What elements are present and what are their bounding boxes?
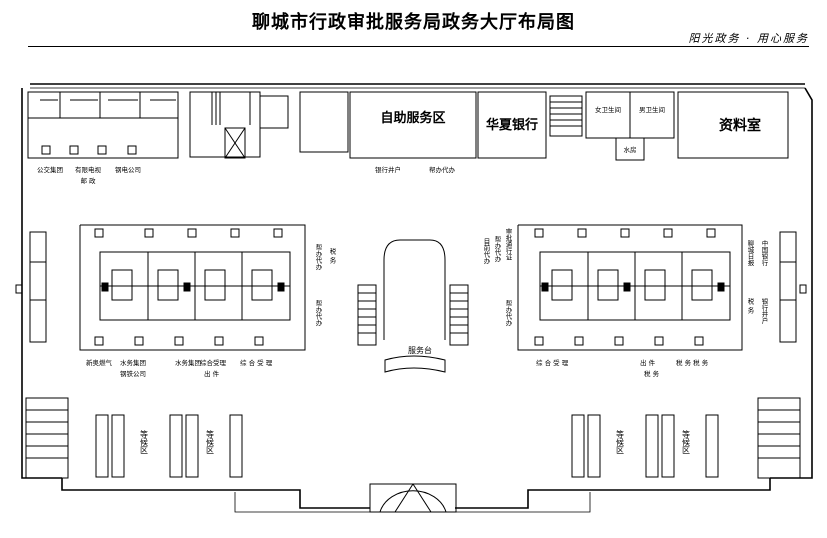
right-bank-china: 中国银行: [760, 239, 768, 267]
bottom-left-stair: [25, 397, 69, 479]
right-liaocheng-daily: 聊城日报: [746, 239, 754, 267]
slogan: 阳光政务 · 用心服务: [688, 32, 809, 45]
bank-label: 华夏银行: [486, 117, 538, 133]
water-room-label: 水房: [624, 145, 637, 154]
right-side-cabinets: [779, 231, 807, 343]
right-tax: 税 务: [746, 297, 754, 315]
top-left-offices: [27, 91, 349, 159]
right-small-v: 目前代办: [482, 238, 490, 265]
left-agent-bottom: 帮办代办: [314, 299, 322, 328]
top-agent-label: 帮办代办: [429, 165, 456, 174]
right-agent-bottom: 帮办代办: [504, 299, 512, 328]
waiting-seats-right: [571, 414, 719, 478]
right-agent-top: 帮办代办: [493, 235, 501, 263]
left-tax: 税 务: [328, 247, 336, 265]
left-bottom-2: 水务集团: [175, 358, 201, 367]
left-bottom-1b: 水务集团: [120, 358, 146, 367]
right-bank-counter: 银行井户: [760, 297, 768, 326]
central-stairs: [357, 239, 469, 373]
waiting-seats-left: [95, 414, 243, 478]
self-service-label: 自助服务区: [380, 110, 445, 126]
waiting-area-2: 等候区: [206, 429, 215, 454]
left-agent-top: 帮办代办: [314, 243, 322, 271]
right-audit: 审批通行证: [504, 227, 512, 262]
steel-pipe-label: 钢电公司: [115, 165, 141, 174]
cable-tv-label: 有限电视: [75, 165, 102, 174]
main-entrance: [369, 483, 457, 513]
outer-walls: [21, 83, 813, 513]
bus-group-label: 公交集团: [37, 165, 63, 174]
right-bottom-1: 综 合 受 理: [536, 358, 569, 367]
title-rule: [28, 46, 809, 47]
waiting-area-1: 等候区: [140, 429, 149, 454]
left-bottom-1c: 钢铁公司: [120, 369, 146, 378]
left-bottom-3b: 出 件: [204, 369, 220, 378]
left-bottom-1: 新奥燃气: [86, 358, 113, 367]
bank-window-label: 银行井户: [375, 165, 401, 174]
page-title: 聊城市行政审批服务局政务大厅布局图: [252, 12, 575, 33]
top-center-rooms: [349, 91, 789, 161]
male-wc-label: 男卫生间: [639, 105, 665, 114]
post-label: 邮 政: [80, 176, 96, 185]
waiting-area-4: 等候区: [682, 429, 691, 454]
waiting-area-3: 等候区: [616, 429, 625, 454]
service-desk-label: 服务台: [408, 345, 432, 355]
archive-label: 资料室: [719, 117, 761, 134]
right-bottom-3: 税 务 税 务: [676, 358, 709, 367]
left-bottom-4: 综 合 受 理: [240, 358, 273, 367]
right-bottom-2: 出 件: [640, 358, 656, 367]
left-side-cabinets: [15, 231, 47, 343]
left-service-block: [79, 224, 306, 351]
female-wc-label: 女卫生间: [595, 105, 621, 114]
right-bottom-2b: 税 务: [644, 369, 660, 378]
left-bottom-3: 综合受理: [200, 358, 227, 367]
bottom-right-stair: [757, 397, 801, 479]
right-service-block: [517, 224, 743, 351]
